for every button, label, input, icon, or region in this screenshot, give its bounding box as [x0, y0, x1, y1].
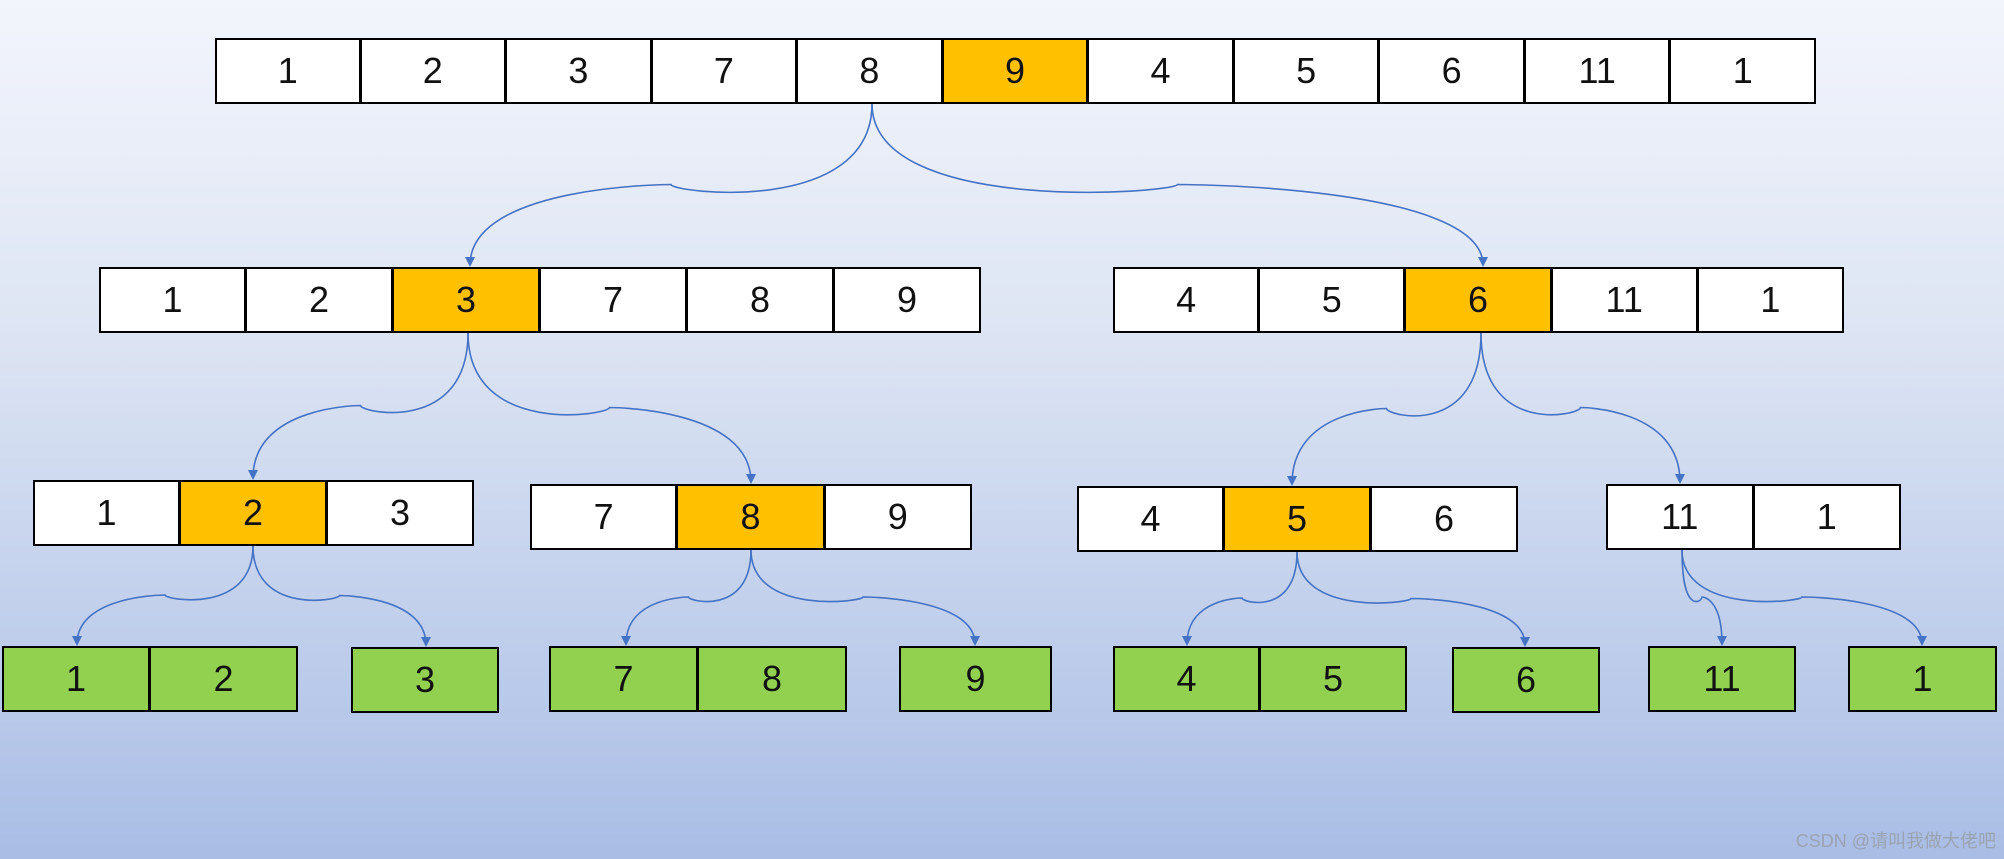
leaf-cell: 1: [2, 646, 150, 712]
edge-arrow-RR-to-RRa: [1681, 549, 1727, 646]
pivot-cell: 9: [941, 38, 1089, 104]
pivot-cell: 3: [392, 267, 540, 333]
leaf-cell: 8: [697, 646, 847, 712]
leaf-cell: 7: [549, 646, 698, 712]
array-cell: 1: [215, 38, 361, 104]
array-cell: 3: [505, 38, 652, 104]
leaf-cell: 11: [1648, 646, 1796, 712]
array-cell: 7: [539, 267, 687, 333]
array-cell: 11: [1606, 484, 1754, 550]
leaf-cell: 4: [1113, 646, 1260, 712]
array-cell: 11: [1550, 267, 1698, 333]
array-cell: 1: [33, 480, 180, 546]
edge-arrow-LR-to-LRa: [621, 549, 752, 646]
array-cell: 1: [1669, 38, 1816, 104]
pivot-cell: 8: [676, 484, 825, 550]
array-cell: 1: [1696, 267, 1844, 333]
pivot-cell: 2: [179, 480, 327, 546]
array-cell: 9: [833, 267, 981, 333]
leaf-cell: 6: [1452, 647, 1600, 713]
edge-arrow-LR-to-LRb: [750, 549, 980, 646]
edge-arrow-R-to-RR: [1480, 332, 1685, 484]
array-cell: 8: [686, 267, 834, 333]
array-cell: 1: [1752, 484, 1901, 550]
array-cell: 11: [1523, 38, 1671, 104]
array-cell: 6: [1378, 38, 1525, 104]
array-cell: 8: [796, 38, 943, 104]
array-cell: 6: [1370, 486, 1518, 552]
leaf-cell: 3: [351, 647, 499, 713]
edge-arrow-LL-to-LLa: [72, 545, 254, 646]
edge-arrow-L-to-LL: [248, 332, 469, 480]
watermark-text: CSDN @请叫我做大佬吧: [1795, 831, 1996, 851]
array-cell: 4: [1113, 267, 1260, 333]
array-cell: 3: [326, 480, 474, 546]
leaf-cell: 1: [1848, 646, 1997, 712]
array-cell: 5: [1232, 38, 1380, 104]
array-cell: 7: [530, 484, 678, 550]
pivot-cell: 6: [1404, 267, 1552, 333]
array-cell: 2: [245, 267, 393, 333]
edge-arrow-RL-to-RLb: [1296, 551, 1530, 647]
array-cell: 7: [650, 38, 798, 104]
array-cell: 9: [823, 484, 972, 550]
array-cell: 4: [1077, 486, 1224, 552]
edge-arrow-LL-to-LLb: [252, 545, 431, 647]
edge-arrow-root-to-R: [871, 103, 1488, 267]
leaf-cell: 5: [1259, 646, 1407, 712]
edge-arrow-RL-to-RLa: [1182, 551, 1298, 646]
array-cell: 1: [99, 267, 246, 333]
edge-arrow-R-to-RL: [1287, 332, 1482, 486]
edge-arrow-root-to-L: [465, 103, 873, 267]
array-cell: 2: [359, 38, 507, 104]
edge-arrow-RR-to-RRb: [1681, 549, 1927, 646]
array-cell: 5: [1258, 267, 1406, 333]
array-cell: 4: [1087, 38, 1234, 104]
pivot-cell: 5: [1223, 486, 1371, 552]
edge-arrow-L-to-LR: [467, 332, 756, 484]
leaf-cell: 9: [899, 646, 1052, 712]
leaf-cell: 2: [149, 646, 298, 712]
